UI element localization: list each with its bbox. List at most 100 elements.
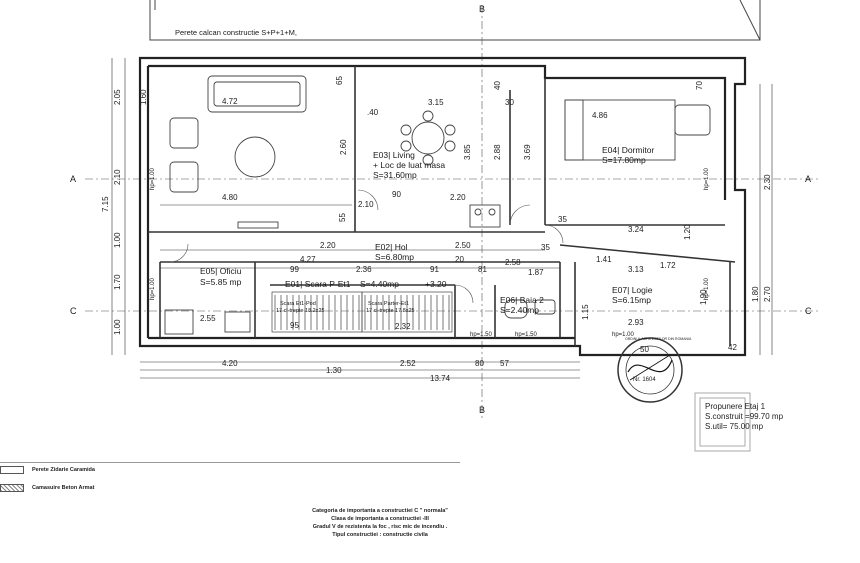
dim-035a: 35 xyxy=(558,215,567,224)
room-dormitor-name: E04| Dormitor xyxy=(602,145,654,155)
summary-useful: S.util= 75.00 mp xyxy=(705,422,764,431)
legend-concrete-label: Camasuire Beton Armat xyxy=(32,485,95,491)
sill-living: hp=1.00 xyxy=(150,167,156,190)
kitchen-hob-icon xyxy=(164,309,194,335)
dim-324: 3.24 xyxy=(628,225,644,234)
sill-baie-right: hp=1.50 xyxy=(515,332,538,338)
sill-baie-left: hp=1.50 xyxy=(470,332,493,338)
architect-stamp xyxy=(617,337,683,403)
legend-brick-swatch xyxy=(0,466,24,474)
footer-line-3: Gradul V de rezistenta la foc , risc mic… xyxy=(312,524,448,530)
stair-right-steps: 17 cl-trepte 17.8x25 xyxy=(366,308,415,314)
room-living-area: S=31.60mp xyxy=(373,170,417,180)
axis-a-right: A xyxy=(805,174,811,184)
dim-099: 99 xyxy=(290,265,299,274)
dim-050: 50 xyxy=(640,345,649,354)
axis-lines xyxy=(85,5,820,420)
dim-715: 7.15 xyxy=(101,196,110,212)
coffee-table-icon xyxy=(234,136,276,178)
room-logie-area: S=6.15mp xyxy=(612,295,651,305)
dimension-lines xyxy=(111,58,773,379)
dim-100b: 1.00 xyxy=(113,319,122,335)
dim-420: 4.20 xyxy=(222,359,238,368)
stair-left-title: Scara Et1-Pod xyxy=(280,301,316,307)
room-oficiu-name: E05| Oficiu xyxy=(200,266,242,276)
axis-c-right: C xyxy=(805,306,812,316)
dim-055: 55 xyxy=(338,213,347,222)
dim-057: 57 xyxy=(500,359,509,368)
stove-icon xyxy=(469,204,501,228)
dim-260: 2.60 xyxy=(339,139,348,155)
dim-258: 2.58 xyxy=(505,258,521,267)
room-scara-name: E01| Scara P-Et1 xyxy=(285,279,351,289)
legend-concrete: Camasuire Beton Armat xyxy=(0,484,94,492)
dim-255: 2.55 xyxy=(200,314,216,323)
dim-232: 2.32 xyxy=(395,322,411,331)
dim-205: 2.05 xyxy=(113,89,122,105)
dim-236: 2.36 xyxy=(356,265,372,274)
sofa-icon xyxy=(207,75,307,113)
dim-180: 1.80 xyxy=(751,286,760,302)
room-hol-name: E02| Hol xyxy=(375,242,408,252)
dim-480: 4.80 xyxy=(222,193,238,202)
sill-oficiu: hp=1.00 xyxy=(150,277,156,300)
dim-187: 1.87 xyxy=(528,268,544,277)
room-dormitor-area: S=17.80mp xyxy=(602,155,646,165)
dim-065: 65 xyxy=(335,76,344,85)
stair-right-title: Scara Parter-Et1 xyxy=(368,301,409,307)
stair-left-steps: 17 cl-trepte 18.2x25 xyxy=(276,308,325,314)
dim-172: 1.72 xyxy=(660,261,676,270)
dim-080: 80 xyxy=(475,359,484,368)
room-living-sub: + Loc de luat masa xyxy=(373,160,445,170)
dim-042: 42 xyxy=(728,343,737,352)
stamp-number: Nr. 1604 xyxy=(633,377,656,383)
dim-020: 20 xyxy=(455,255,464,264)
sill-logie: hp=1.00 xyxy=(704,277,710,300)
footer-line-1: Categoria de importanta a constructiei C… xyxy=(312,508,448,514)
dim-210: 2.10 xyxy=(113,169,122,185)
toilet-icon xyxy=(504,299,528,319)
stamp-ring: ORDINUL ARHITECTILOR DIN ROMANIA xyxy=(625,337,692,341)
legend-brick-label: Perete Zidarie Caramida xyxy=(32,467,95,473)
dim-486: 4.86 xyxy=(592,111,608,120)
dim-252: 2.52 xyxy=(400,359,416,368)
dim-070: 70 xyxy=(695,81,704,90)
dim-090: 90 xyxy=(392,190,401,199)
dim-040: 40 xyxy=(493,81,502,90)
room-baie-area: S=2.40mp xyxy=(500,305,539,315)
washbasin-icon xyxy=(534,299,556,315)
dim-220a: 2.20 xyxy=(320,241,336,250)
dim-120: 1.20 xyxy=(683,224,692,240)
room-scara-level: +3.20 xyxy=(425,279,447,289)
dim-315: 3.15 xyxy=(428,98,444,107)
dim-115: 1.15 xyxy=(581,304,590,320)
dim-035b: 35 xyxy=(541,243,550,252)
dormitor-armchair-icon xyxy=(674,104,711,136)
dim-230: 2.30 xyxy=(763,174,772,190)
sill-dormitor: hp=1.00 xyxy=(704,167,710,190)
dim-472: 4.72 xyxy=(222,97,238,106)
sink-icon xyxy=(224,311,251,333)
window-sill-icon xyxy=(237,221,279,229)
footer-line-2: Clasa de importanta a constructiei -III xyxy=(331,516,429,522)
room-living-name: E03| Living xyxy=(373,150,415,160)
dim-270: 2.70 xyxy=(763,286,772,302)
room-oficiu-area: S=5.85 mp xyxy=(200,277,242,287)
dim-160: 1.60 xyxy=(139,89,148,105)
dim-130: 1.30 xyxy=(326,366,342,375)
armchair-icon xyxy=(169,117,199,149)
dim-040b: .40 xyxy=(367,108,379,117)
armchair-icon-2 xyxy=(169,161,199,193)
dimension-values: 4.72 4.80 3.15 4.86 3.24 2.20 2.50 4.27 … xyxy=(101,76,772,383)
axis-b-top: B xyxy=(479,4,485,14)
dim-141: 1.41 xyxy=(596,255,612,264)
summary-constructed: S.construit =99.70 mp xyxy=(705,412,784,421)
axis-a-left: A xyxy=(70,174,76,184)
dim-095: 95 xyxy=(290,321,299,330)
furniture xyxy=(164,75,711,335)
dim-190: 1.90 xyxy=(699,289,708,305)
interior-walls xyxy=(148,66,736,346)
neighbor-wall-label: Perete calcan constructie S+P+1+M, xyxy=(175,28,297,37)
sill-logie-bottom: hp=1.00 xyxy=(612,332,635,338)
